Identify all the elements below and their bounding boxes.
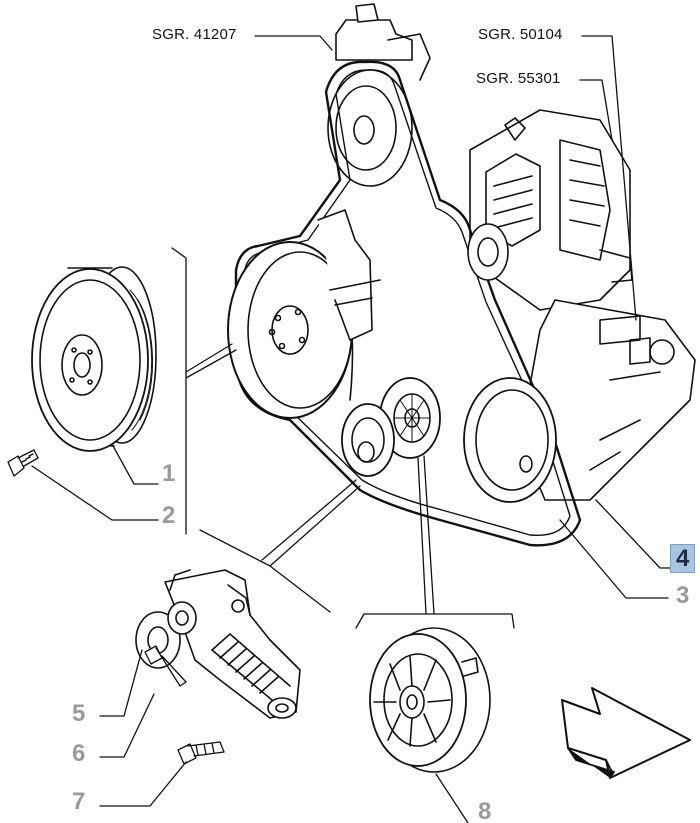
direction-arrow: [561, 687, 691, 779]
callout-3: 3: [676, 582, 690, 609]
idler-pulley-part-8: [369, 627, 491, 773]
callout-6: 6: [72, 740, 86, 767]
bolt-part-6: [144, 645, 187, 687]
callout-8: 8: [478, 798, 492, 823]
reference-sgr-50104: SGR. 50104: [478, 26, 563, 43]
leader-lines: [31, 35, 671, 823]
callout-4-highlighted: 4: [670, 544, 696, 573]
reference-sgr-41207: SGR. 41207: [152, 26, 237, 43]
callout-7: 7: [72, 788, 86, 815]
bolt-part-7: [177, 741, 225, 765]
callout-2: 2: [162, 502, 176, 529]
screw-part-2: [7, 449, 39, 477]
pulley-part-1: [31, 266, 157, 452]
callout-5: 5: [72, 700, 86, 727]
callout-1: 1: [162, 460, 176, 487]
tensioner-part-5: [135, 569, 301, 719]
engine-assembly: [227, 3, 696, 547]
reference-sgr-55301: SGR. 55301: [476, 70, 561, 87]
